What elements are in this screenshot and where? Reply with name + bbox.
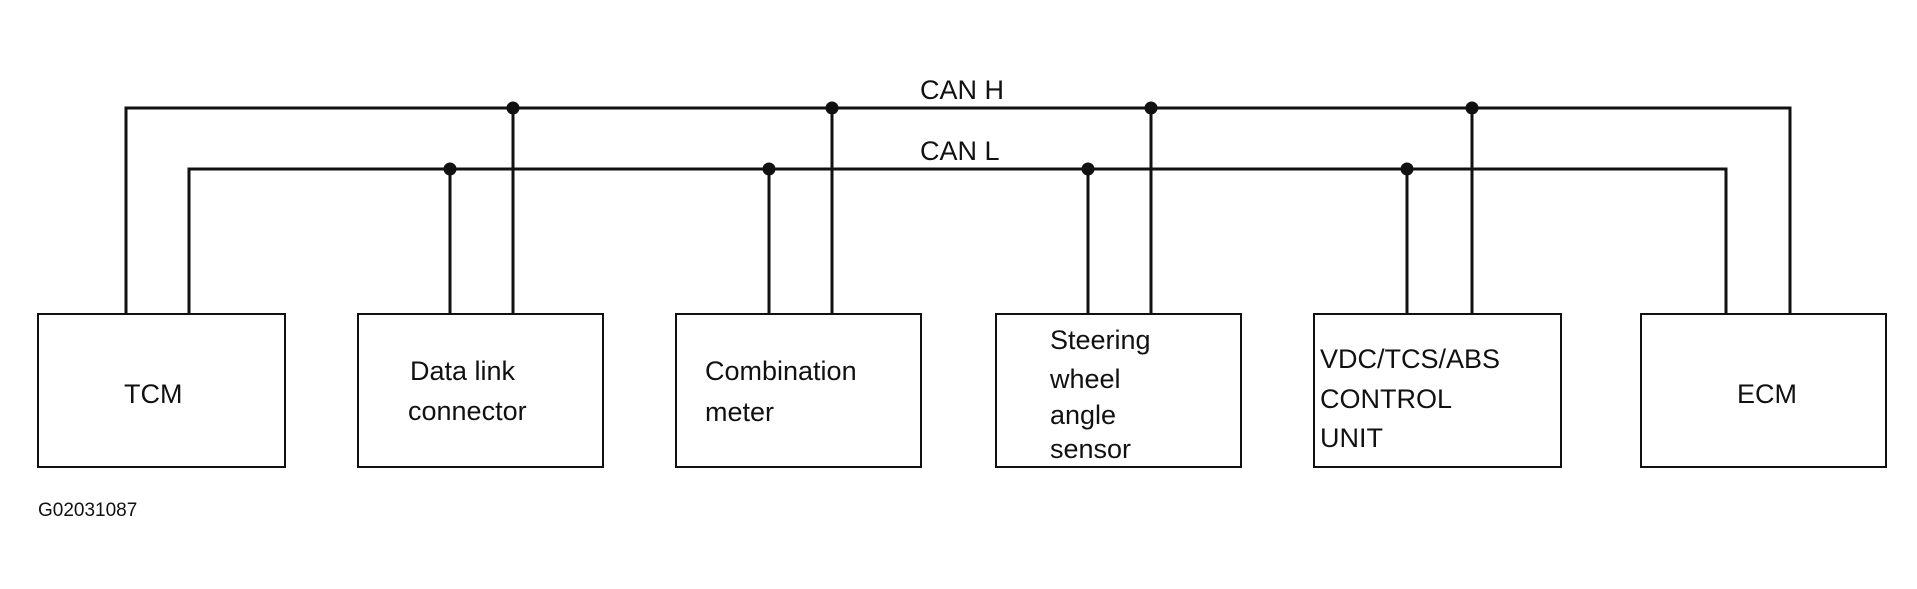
can-l-label: CAN L	[920, 136, 1000, 166]
steering-wheel-angle-sensor-label: wheel	[1049, 364, 1121, 394]
can-l-junction-node	[762, 162, 776, 176]
vdc-tcs-abs-control-unit-label: CONTROL	[1320, 384, 1452, 414]
ecm-label: ECM	[1737, 379, 1797, 409]
can-l-junction-node	[1400, 162, 1414, 176]
can-l-junction-node	[1081, 162, 1095, 176]
steering-wheel-angle-sensor-label: Steering	[1050, 325, 1151, 355]
can-h-label: CAN H	[920, 75, 1004, 105]
can-h-junction-node	[1144, 101, 1158, 115]
steering-wheel-angle-sensor-label: angle	[1050, 400, 1116, 430]
can-h-junction-node	[825, 101, 839, 115]
data-link-connector-label: Data link	[410, 356, 516, 386]
tcm-label: TCM	[124, 379, 182, 409]
ecm-box	[1640, 313, 1887, 468]
combination-meter-label: meter	[705, 397, 774, 427]
can-h-junction-node	[1465, 101, 1479, 115]
can-h-bus-line	[124, 106, 1792, 313]
tcm-box	[37, 313, 286, 468]
steering-wheel-angle-sensor-box	[995, 313, 1242, 468]
figure-id: G02031087	[38, 500, 137, 521]
data-link-connector-label: connector	[408, 396, 527, 426]
combination-meter-label: Combination	[705, 356, 857, 386]
vdc-tcs-abs-control-unit-box	[1313, 313, 1562, 468]
vdc-tcs-abs-control-unit-label: UNIT	[1320, 423, 1383, 453]
combination-meter-box	[675, 313, 922, 468]
data-link-connector-box	[357, 313, 604, 468]
vdc-tcs-abs-control-unit-label: VDC/TCS/ABS	[1320, 344, 1500, 374]
steering-wheel-angle-sensor-label: sensor	[1050, 434, 1131, 464]
can-l-bus-line	[187, 167, 1728, 313]
can-h-junction-node	[506, 101, 520, 115]
can-l-junction-node	[443, 162, 457, 176]
